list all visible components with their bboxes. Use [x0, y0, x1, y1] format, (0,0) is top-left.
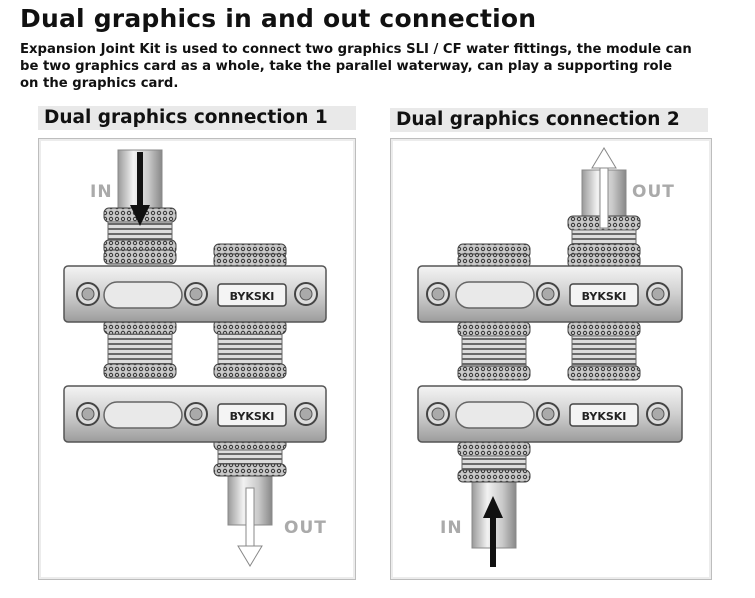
- panel-2-top-logo: BYKSKI: [582, 290, 627, 303]
- panel-1-bottom-logo: BYKSKI: [230, 410, 275, 423]
- panel-1-fittings: [63, 149, 327, 526]
- panel-1-in-arrow: [130, 152, 150, 226]
- page-description: Expansion Joint Kit is used to connect t…: [20, 42, 692, 91]
- panel-2-heading: Dual graphics connection 2: [390, 108, 708, 132]
- panel-1-frame: [38, 138, 356, 580]
- panel-2-in-arrow: [483, 496, 503, 567]
- panel-2-in-label: IN: [440, 518, 463, 538]
- panel-1-out-label: OUT: [284, 518, 327, 538]
- panel-1-heading: Dual graphics connection 1: [38, 106, 356, 130]
- panel-2-bottom-logo: BYKSKI: [582, 410, 627, 423]
- panel-2-out-arrow: [591, 147, 617, 229]
- panel-1-in-label: IN: [90, 182, 113, 202]
- panel-1-out-arrow: [237, 487, 263, 567]
- panel-1-top-logo: BYKSKI: [230, 290, 275, 303]
- panel-2-frame: [390, 138, 712, 580]
- panel-2-out-label: OUT: [632, 182, 675, 202]
- page-title: Dual graphics in and out connection: [20, 4, 537, 33]
- panel-2-fittings: [417, 169, 683, 549]
